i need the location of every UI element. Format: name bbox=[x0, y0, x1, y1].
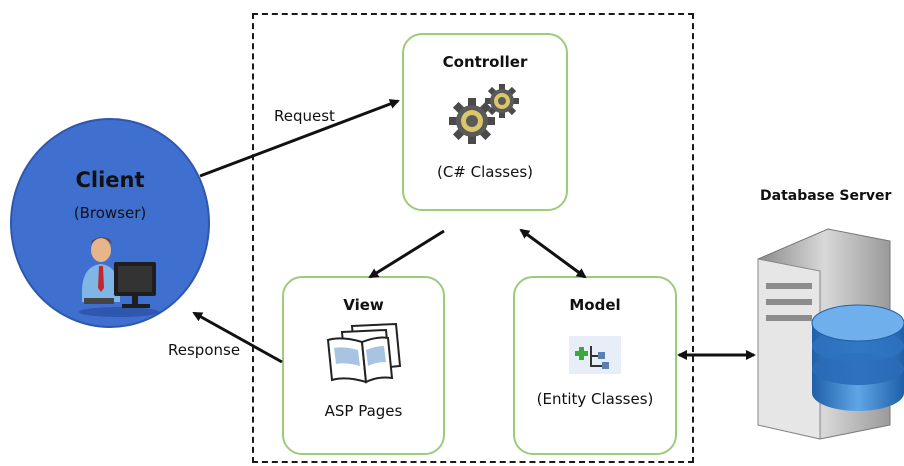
database-title: Database Server bbox=[760, 188, 892, 204]
request-arrow bbox=[199, 99, 400, 178]
controller-model-arrow bbox=[519, 228, 587, 279]
view-title: View bbox=[343, 296, 384, 314]
user-at-computer-icon bbox=[79, 237, 159, 317]
client-node: Client (Browser) bbox=[10, 118, 210, 328]
mvc-boundary bbox=[252, 13, 694, 463]
model-title: Model bbox=[569, 296, 621, 314]
pages-icon bbox=[326, 322, 402, 384]
model-box: Model (Entity Classes) bbox=[513, 276, 677, 455]
server-database-icon bbox=[757, 228, 904, 440]
entity-icon bbox=[569, 336, 621, 374]
view-subtitle: ASP Pages bbox=[324, 402, 403, 420]
gears-icon bbox=[449, 84, 519, 144]
model-subtitle: (Entity Classes) bbox=[536, 390, 654, 408]
response-arrow bbox=[192, 311, 283, 364]
client-title: Client bbox=[75, 168, 145, 192]
controller-subtitle: (C# Classes) bbox=[436, 163, 534, 181]
controller-title: Controller bbox=[442, 53, 528, 71]
controller-to-view-arrow bbox=[368, 229, 445, 279]
response-label: Response bbox=[168, 341, 241, 359]
client-subtitle: (Browser) bbox=[73, 204, 147, 222]
controller-box: Controller (C# Classes) bbox=[402, 33, 568, 211]
request-label: Request bbox=[274, 107, 335, 125]
view-box: View ASP Pages bbox=[282, 276, 445, 455]
